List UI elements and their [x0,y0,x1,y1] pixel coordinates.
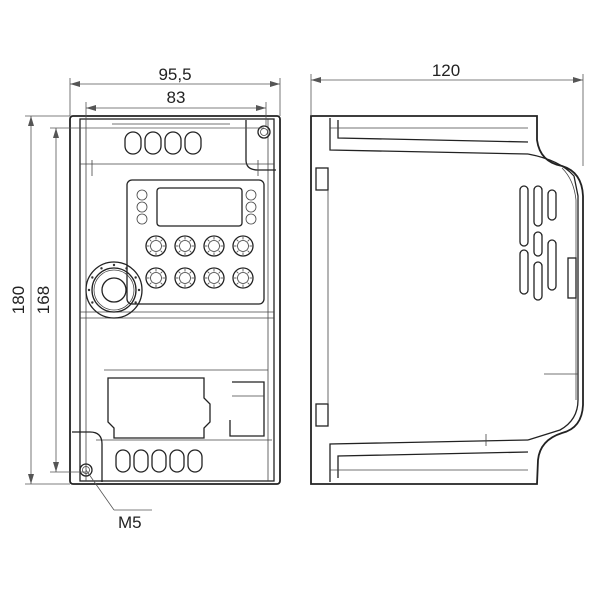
key-button [145,267,167,289]
vent-slot [533,231,543,257]
dim-label-height-overall: 180 [9,286,28,314]
led-indicator [245,213,257,225]
key-button [232,267,254,289]
vent-slot [547,239,557,291]
vent-slot [519,249,529,295]
dimension-lines [25,74,584,511]
led-indicator [136,201,148,213]
side-outline [310,115,584,485]
dim-label-depth: 120 [432,61,460,80]
front-inner-body [79,118,275,482]
vent-slot [533,185,543,227]
key-button [203,235,225,257]
led-indicator [136,213,148,225]
key-button [203,267,225,289]
front-outline [69,115,281,485]
side-view [310,115,584,485]
vent-slot [533,261,543,301]
terminal-cover [96,369,272,441]
top-vent-slots [112,123,230,155]
bottom-vent-slots [115,449,203,473]
bottom-mounting-hole [72,431,103,482]
potentiometer-knob [85,261,143,319]
dim-label-width-overall: 95,5 [158,65,191,84]
led-indicator [136,189,148,201]
keypad-panel [126,179,265,305]
dim-label-height-mounting: 168 [34,286,53,314]
display-window [156,187,243,227]
side-vent-slots [519,185,557,301]
key-buttons [145,235,254,289]
key-button [174,235,196,257]
key-button [174,267,196,289]
vent-slot [547,189,557,221]
top-mounting-hole [245,120,276,171]
dim-label-width-mounting: 83 [167,88,186,107]
led-indicator [245,189,257,201]
vent-slot [519,185,529,247]
screw-callout: M5 [118,513,142,532]
key-button [232,235,254,257]
key-button [145,235,167,257]
front-view [69,115,281,485]
led-indicator [245,201,257,213]
